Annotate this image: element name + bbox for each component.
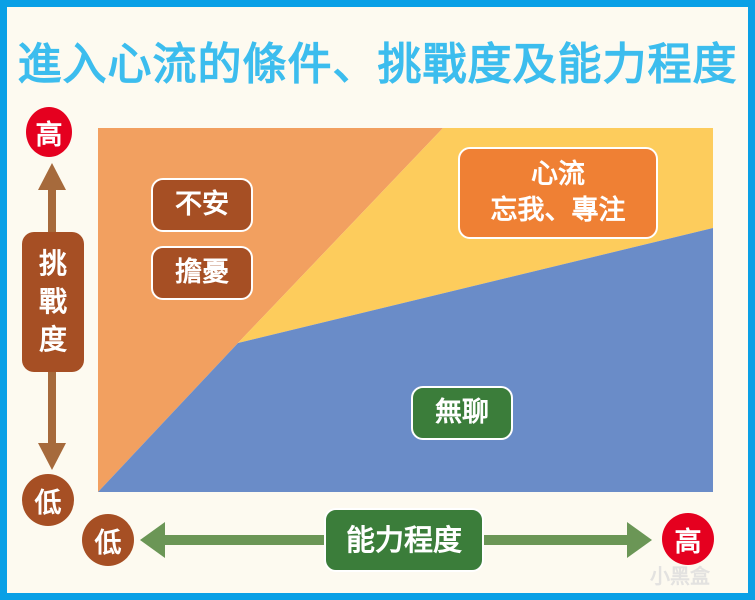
x-axis-arrow-right bbox=[627, 522, 652, 558]
flow-label: 心流 忘我、專注 bbox=[458, 147, 658, 239]
worry-label: 擔憂 bbox=[151, 246, 253, 300]
y-axis-label: 挑 戰 度 bbox=[22, 232, 84, 372]
y-axis-low: 低 bbox=[22, 474, 74, 526]
x-axis-label: 能力程度 bbox=[324, 508, 484, 572]
watermark: 小黑盒 bbox=[650, 564, 710, 588]
flow-label-line: 心流 bbox=[531, 159, 585, 190]
y-axis-label-char: 挑 bbox=[38, 247, 67, 280]
boredom-label: 無聊 bbox=[411, 386, 513, 440]
page-title: 進入心流的條件、挑戰度及能力程度 bbox=[17, 39, 738, 90]
boredom-region bbox=[98, 228, 713, 492]
anxiety-label: 不安 bbox=[151, 178, 253, 232]
flow-label-line: 忘我、專注 bbox=[490, 195, 626, 226]
y-axis-label-char: 戰 bbox=[38, 285, 67, 318]
y-axis-arrow-up bbox=[38, 163, 66, 190]
x-axis-arrow-left bbox=[140, 522, 165, 558]
y-axis-arrow-down bbox=[38, 443, 66, 470]
y-axis-label-char: 度 bbox=[38, 323, 67, 356]
y-axis-high: 高 bbox=[26, 107, 72, 157]
x-axis-high: 高 bbox=[662, 513, 714, 565]
x-axis-low: 低 bbox=[82, 514, 134, 566]
